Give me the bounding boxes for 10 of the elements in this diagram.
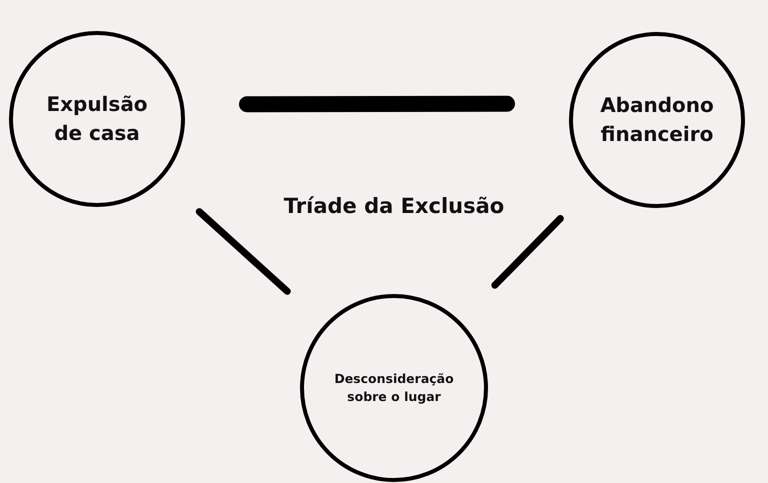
circle-node [9,31,185,207]
node-label: Desconsideração sobre o lugar [333,370,455,406]
circle-node [300,294,488,482]
connector-line [196,208,291,295]
node-label: Abandono financeiro [599,92,715,148]
connector-line [491,215,564,289]
node-label: Expulsão de casa [45,91,149,147]
connector-line [239,96,515,112]
circle-node [569,32,745,208]
diagram-title: Tríade da Exclusão [282,194,506,218]
